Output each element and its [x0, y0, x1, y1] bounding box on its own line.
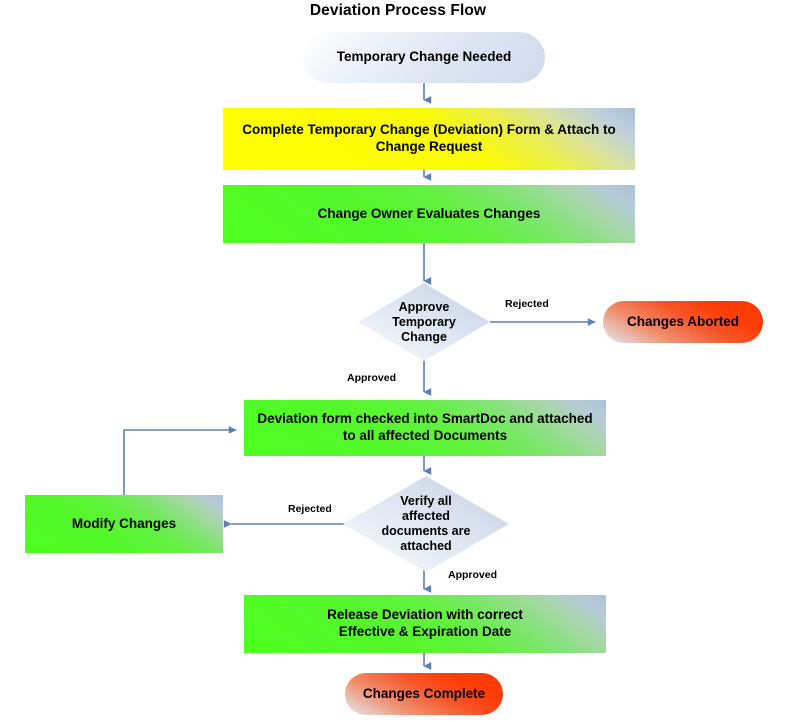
page-title: Deviation Process Flow	[309, 2, 487, 19]
edge-label-approved-release: Approved	[448, 569, 498, 581]
node-release-label-line2: Effective & Expiration Date	[338, 624, 512, 639]
node-release-label-line1: Release Deviation with correct	[327, 607, 523, 623]
node-start-temporary-change-needed[interactable]: Temporary Change Needed	[303, 32, 545, 83]
node-modify-label: Modify Changes	[71, 515, 177, 531]
node-complete-form-label-line2: Change Request	[375, 139, 483, 154]
decision-approve-label-line2: Temporary	[392, 314, 456, 329]
node-aborted-label: Changes Aborted	[626, 313, 739, 329]
node-complete-label: Changes Complete	[362, 685, 486, 701]
node-checkedin-label-line1: Deviation form checked into SmartDoc and…	[257, 411, 593, 427]
decision-verify-label-line4: attached	[400, 539, 452, 553]
node-change-owner-evaluates-changes[interactable]: Change Owner Evaluates Changes	[223, 185, 635, 243]
decision-approve-label-line1: Approve	[398, 299, 450, 314]
node-start-label: Temporary Change Needed	[336, 49, 512, 65]
node-modify-changes[interactable]: Modify Changes	[25, 495, 223, 553]
node-complete-form-label-line1: Complete Temporary Change (Deviation) Fo…	[242, 122, 616, 138]
node-complete-temporary-change-form[interactable]: Complete Temporary Change (Deviation) Fo…	[223, 108, 635, 170]
node-checkedin-label-line2: to all affected Documents	[342, 428, 508, 443]
node-deviation-form-checked-into-smartdoc[interactable]: Deviation form checked into SmartDoc and…	[244, 400, 606, 456]
decision-verify-label: Verify all affected documents are attach…	[343, 476, 509, 572]
node-decision-verify-documents-attached[interactable]: Verify all affected documents are attach…	[343, 476, 509, 572]
edge-label-rejected-abort: Rejected	[505, 298, 549, 310]
decision-verify-label-line3: documents are	[381, 524, 471, 538]
edge-label-approved-checkin: Approved	[347, 372, 397, 384]
node-changes-complete[interactable]: Changes Complete	[345, 673, 503, 715]
node-evaluate-label: Change Owner Evaluates Changes	[317, 205, 541, 221]
node-changes-aborted[interactable]: Changes Aborted	[603, 301, 763, 343]
node-decision-approve-temporary-change[interactable]: Approve Temporary Change	[358, 283, 490, 361]
decision-verify-label-line1: Verify all	[400, 494, 452, 508]
edge-modify-to-checkedin	[123, 426, 237, 495]
decision-approve-label: Approve Temporary Change	[358, 283, 490, 361]
decision-verify-label-line2: affected	[402, 509, 450, 523]
decision-approve-label-line3: Change	[401, 329, 447, 344]
node-release-deviation[interactable]: Release Deviation with correct Effective…	[244, 595, 606, 653]
edge-label-rejected-modify: Rejected	[288, 503, 332, 515]
